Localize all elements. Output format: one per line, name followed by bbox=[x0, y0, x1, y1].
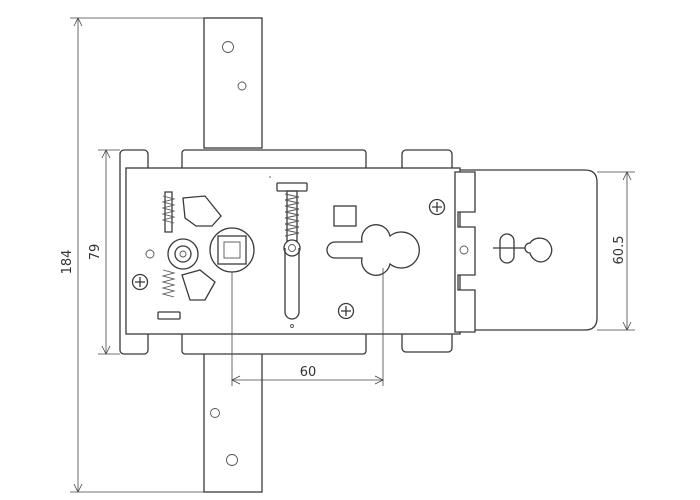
dimension-cover-plate bbox=[597, 171, 635, 331]
square-boss bbox=[333, 205, 357, 227]
strap-hole-bottom-1 bbox=[210, 408, 220, 418]
spring-assembly bbox=[276, 182, 308, 328]
strap-hole-top-2 bbox=[237, 81, 247, 91]
case-rivet-right bbox=[459, 245, 469, 255]
dimension-case-height bbox=[98, 149, 120, 355]
label-backset: 60 bbox=[300, 365, 317, 380]
label-case-height: 79 bbox=[88, 244, 103, 261]
strap-hole-top-1 bbox=[222, 41, 234, 53]
vertical-bolt-strap bbox=[203, 17, 263, 493]
cover-plate bbox=[439, 169, 598, 331]
latch-mechanism bbox=[145, 191, 222, 320]
screw-heads bbox=[131, 198, 446, 320]
spindle-hub bbox=[209, 227, 255, 273]
latch-pivot-hole bbox=[145, 249, 155, 259]
dimension-overall-height bbox=[70, 17, 204, 493]
label-cover-plate-height: 60.5 bbox=[612, 236, 627, 265]
label-overall-height: 184 bbox=[60, 250, 75, 275]
case-keyhole bbox=[326, 224, 420, 276]
strap-hole-bottom-2 bbox=[226, 454, 238, 466]
dimension-backset bbox=[231, 268, 384, 386]
